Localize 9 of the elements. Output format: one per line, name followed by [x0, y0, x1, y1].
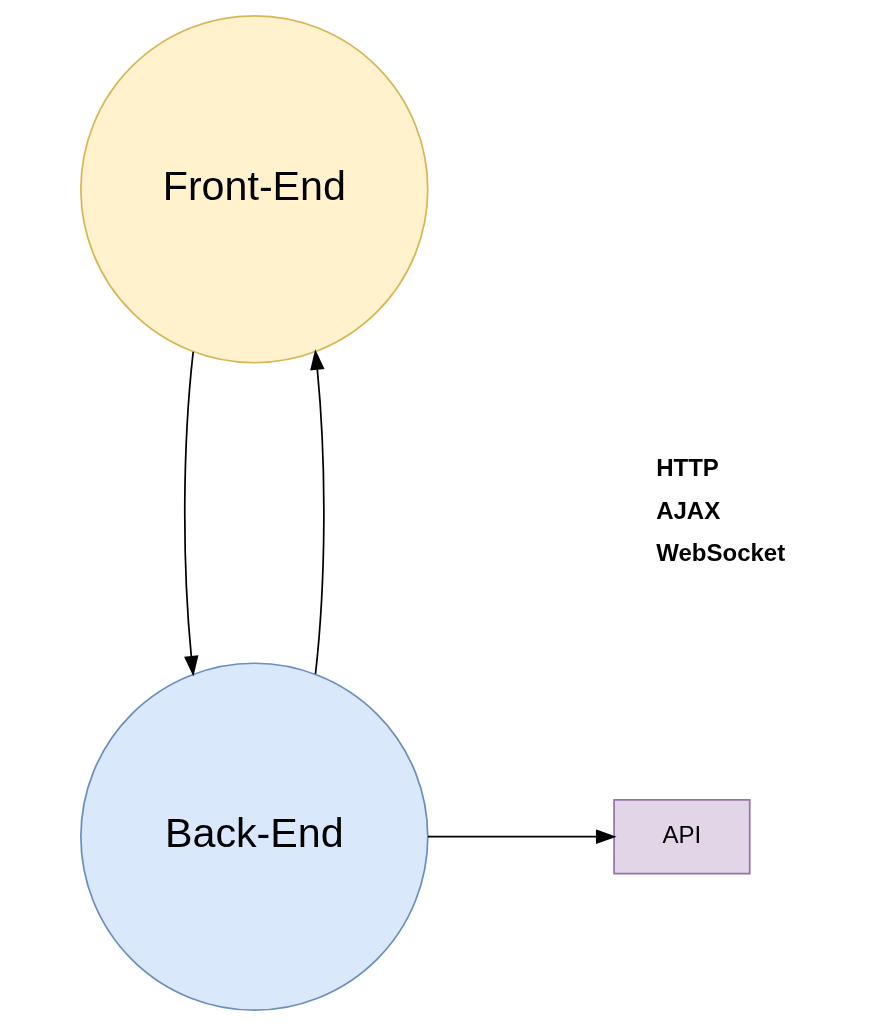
label: HTTP: [655, 453, 719, 481]
label: AJAX: [655, 496, 720, 523]
node-box: API: [612, 798, 751, 874]
node-circle: Front-End: [79, 14, 429, 364]
arrow: [426, 828, 617, 844]
label: WebSocket: [655, 538, 785, 566]
arrow: [309, 348, 325, 675]
arrow: [183, 350, 198, 677]
node-circle: Back-End: [79, 661, 429, 1011]
